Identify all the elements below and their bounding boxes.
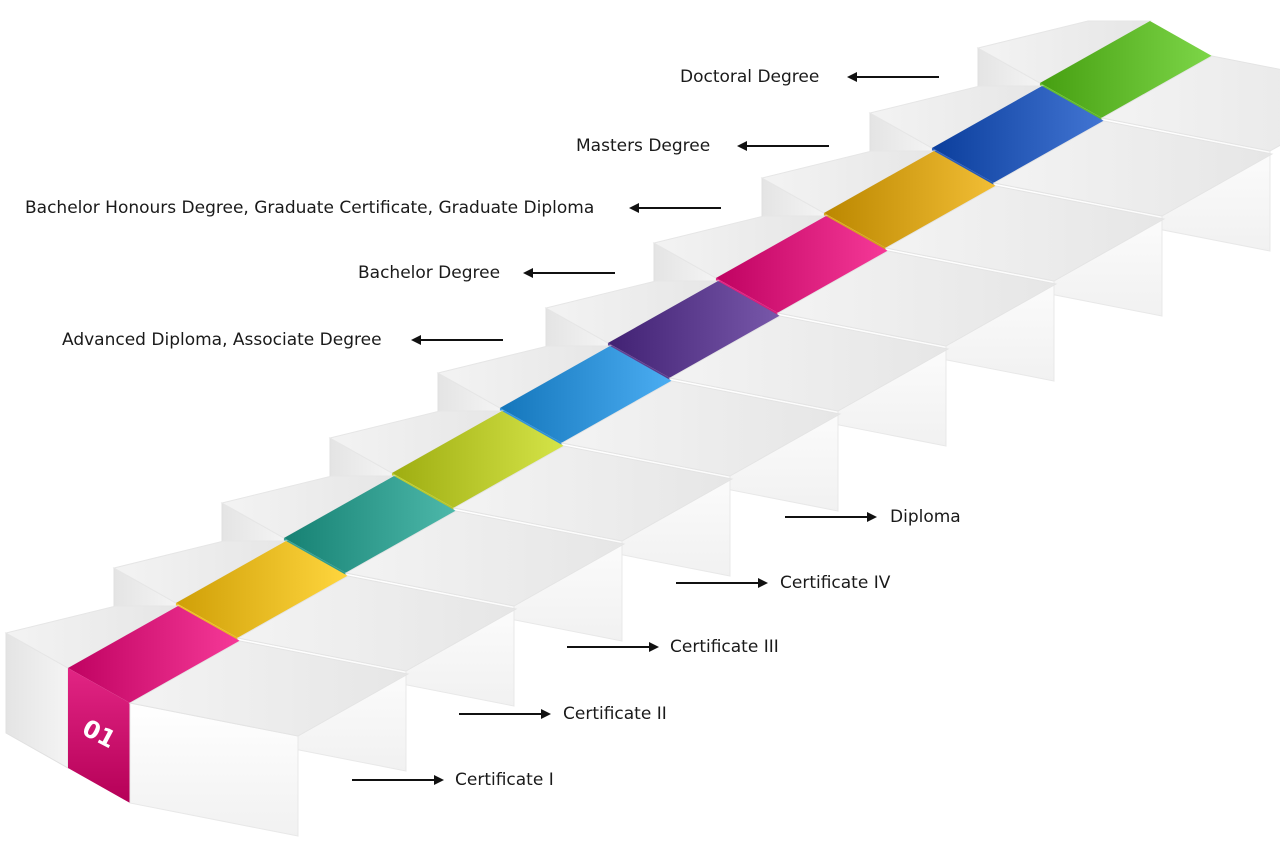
label-diploma: Diploma bbox=[890, 507, 961, 527]
arrow-right-icon bbox=[459, 709, 551, 719]
arrow-right-icon bbox=[567, 642, 659, 652]
arrow-left-icon bbox=[737, 141, 829, 151]
arrow-left-icon bbox=[411, 335, 503, 345]
label-certificate-i: Certificate I bbox=[455, 770, 554, 790]
label-certificate-iii: Certificate III bbox=[670, 637, 779, 657]
label-doctoral-degree: Doctoral Degree bbox=[680, 67, 820, 87]
arrow-right-icon bbox=[352, 775, 444, 785]
label-bachelor-honours: Bachelor Honours Degree, Graduate Certif… bbox=[25, 198, 595, 218]
arrow-left-icon bbox=[847, 72, 939, 82]
label-masters-degree: Masters Degree bbox=[576, 136, 711, 156]
label-bachelor-degree: Bachelor Degree bbox=[358, 263, 501, 283]
label-certificate-ii: Certificate II bbox=[563, 704, 667, 724]
arrow-left-icon bbox=[523, 268, 615, 278]
label-certificate-iv: Certificate IV bbox=[780, 573, 891, 593]
arrow-right-icon bbox=[676, 578, 768, 588]
arrow-right-icon bbox=[785, 512, 877, 522]
step-01: 01 bbox=[4, 605, 410, 837]
arrow-left-icon bbox=[629, 203, 721, 213]
label-advanced-diploma: Advanced Diploma, Associate Degree bbox=[62, 330, 382, 350]
